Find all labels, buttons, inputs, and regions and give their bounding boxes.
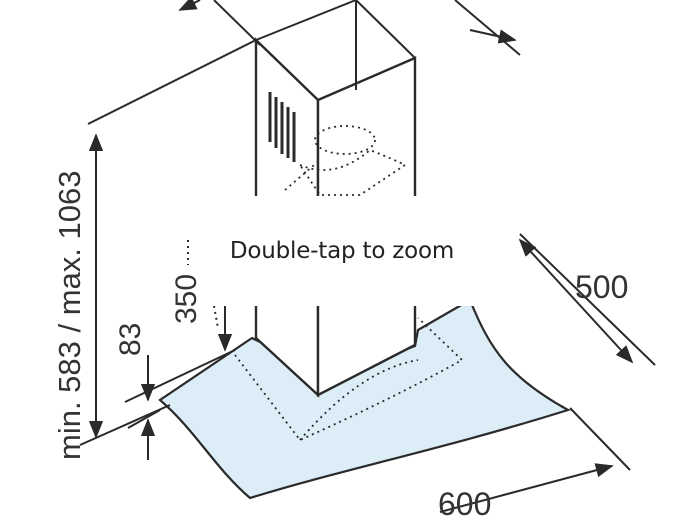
zoom-hint-text: Double-tap to zoom <box>229 238 455 264</box>
depth-dimension <box>518 233 656 366</box>
chimney-offset-dimension <box>187 240 233 352</box>
hidden-chimney-base <box>234 317 464 442</box>
canopy-height-label: 83 <box>114 323 147 356</box>
width-label: 600 <box>438 486 491 522</box>
chimney-top <box>255 0 416 90</box>
top-dimension-lines <box>178 0 521 56</box>
vent-slots <box>268 92 296 162</box>
width-dimension <box>439 407 631 513</box>
internal-fan-hidden <box>284 125 407 196</box>
zoom-hint-overlay[interactable]: Double-tap to zoom <box>197 196 487 306</box>
canopy-height-dimension <box>124 349 236 460</box>
depth-label: 500 <box>575 269 628 305</box>
height-range-label: min. 583 / max. 1063 <box>52 171 87 461</box>
